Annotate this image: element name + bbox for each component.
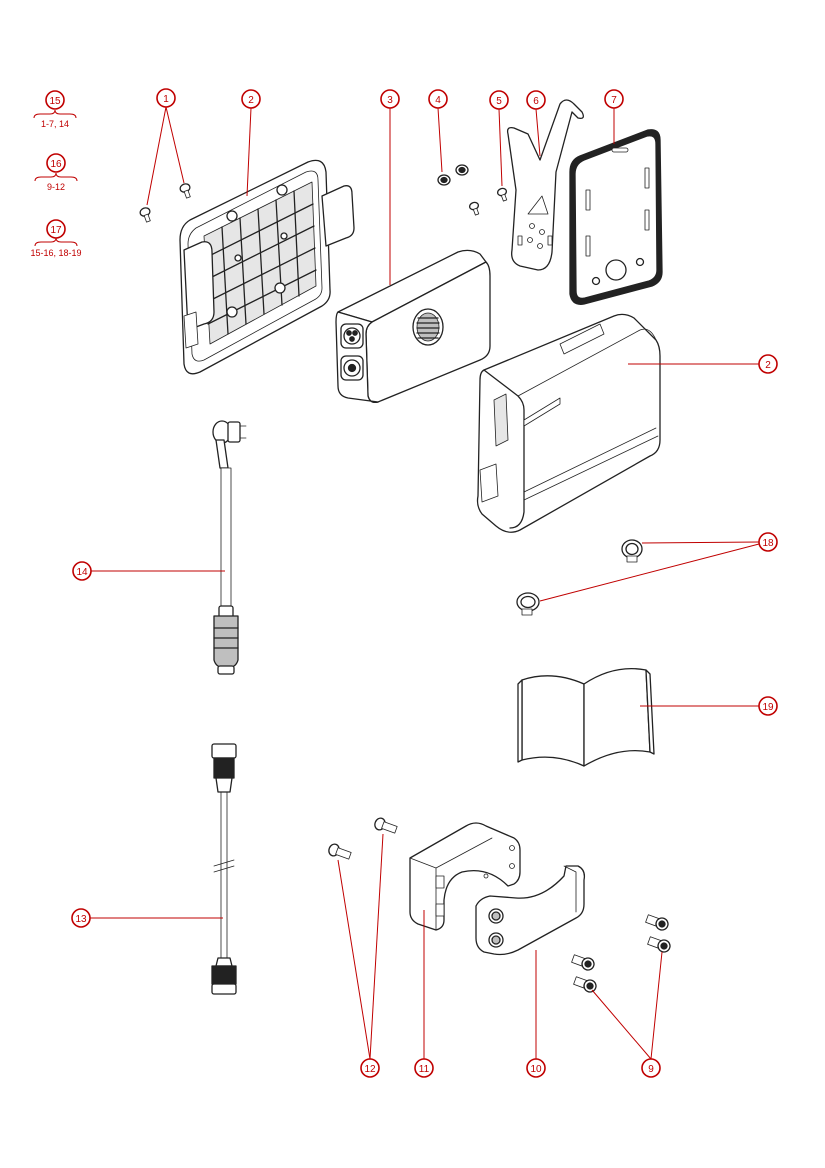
- kit-15: 15 1-7, 14: [33, 90, 77, 129]
- callout-4: 4: [428, 89, 448, 109]
- svg-text:9: 9: [648, 1064, 654, 1075]
- callout-9: 9: [641, 1058, 661, 1078]
- svg-text:5: 5: [496, 96, 502, 107]
- kit-15-contents: 1-7, 14: [41, 119, 69, 129]
- svg-text:2: 2: [765, 360, 771, 371]
- svg-text:1: 1: [163, 94, 169, 105]
- part-2-mounting-plate: [179, 159, 355, 375]
- part-10-clamp-lower: [475, 865, 586, 956]
- svg-text:11: 11: [419, 1064, 430, 1075]
- kit-15-number: 15: [49, 96, 61, 107]
- callout-5: 5: [489, 90, 509, 110]
- kit-16-contents: 9-12: [47, 182, 65, 192]
- part-3-control-box: [335, 249, 491, 404]
- part-13-extension-cable: [211, 743, 237, 995]
- svg-text:14: 14: [76, 567, 88, 578]
- part-1-screws: [139, 183, 191, 223]
- kit-17-number: 17: [50, 225, 62, 236]
- svg-text:2: 2: [248, 95, 254, 106]
- part-18-clamps: [516, 539, 643, 616]
- callout-13: 13: [71, 908, 91, 928]
- part-9-cap-screws: [571, 914, 671, 993]
- callout-19: 19: [758, 696, 778, 716]
- svg-text:4: 4: [435, 95, 441, 106]
- part-4-screws: [437, 164, 469, 186]
- callout-3: 3: [380, 89, 400, 109]
- callout-10: 10: [526, 1058, 546, 1078]
- svg-text:13: 13: [75, 914, 87, 925]
- kit-17: 17 15-16, 18-19: [30, 219, 82, 258]
- kit-16: 16 9-12: [34, 153, 78, 192]
- callout-11: 11: [414, 1058, 434, 1078]
- svg-text:3: 3: [387, 95, 393, 106]
- kit-17-contents: 15-16, 18-19: [30, 248, 81, 258]
- part-2-cover-housing: [476, 313, 661, 533]
- kit-16-number: 16: [50, 159, 62, 170]
- svg-text:19: 19: [762, 702, 774, 713]
- callout-14: 14: [72, 561, 92, 581]
- part-7-back-plate: [569, 129, 663, 305]
- part-19-manual: [517, 667, 655, 767]
- part-5-screws: [468, 187, 508, 216]
- svg-text:12: 12: [364, 1064, 376, 1075]
- callout-2-cover: 2: [758, 354, 778, 374]
- callout-2-plate: 2: [241, 89, 261, 109]
- callout-1: 1: [156, 88, 176, 108]
- callout-18: 18: [758, 532, 778, 552]
- svg-text:7: 7: [611, 95, 617, 106]
- part-6-y-bracket: [506, 99, 584, 271]
- part-12-bolts: [328, 817, 398, 860]
- part-14-sensor-cable: [212, 420, 247, 675]
- part-11-clamp-upper: [409, 822, 521, 931]
- callout-7: 7: [604, 89, 624, 109]
- leader-lines: [90, 106, 760, 1060]
- callout-6: 6: [526, 90, 546, 110]
- svg-text:6: 6: [533, 96, 539, 107]
- svg-text:10: 10: [530, 1064, 542, 1075]
- callout-12: 12: [360, 1058, 380, 1078]
- svg-text:18: 18: [762, 538, 774, 549]
